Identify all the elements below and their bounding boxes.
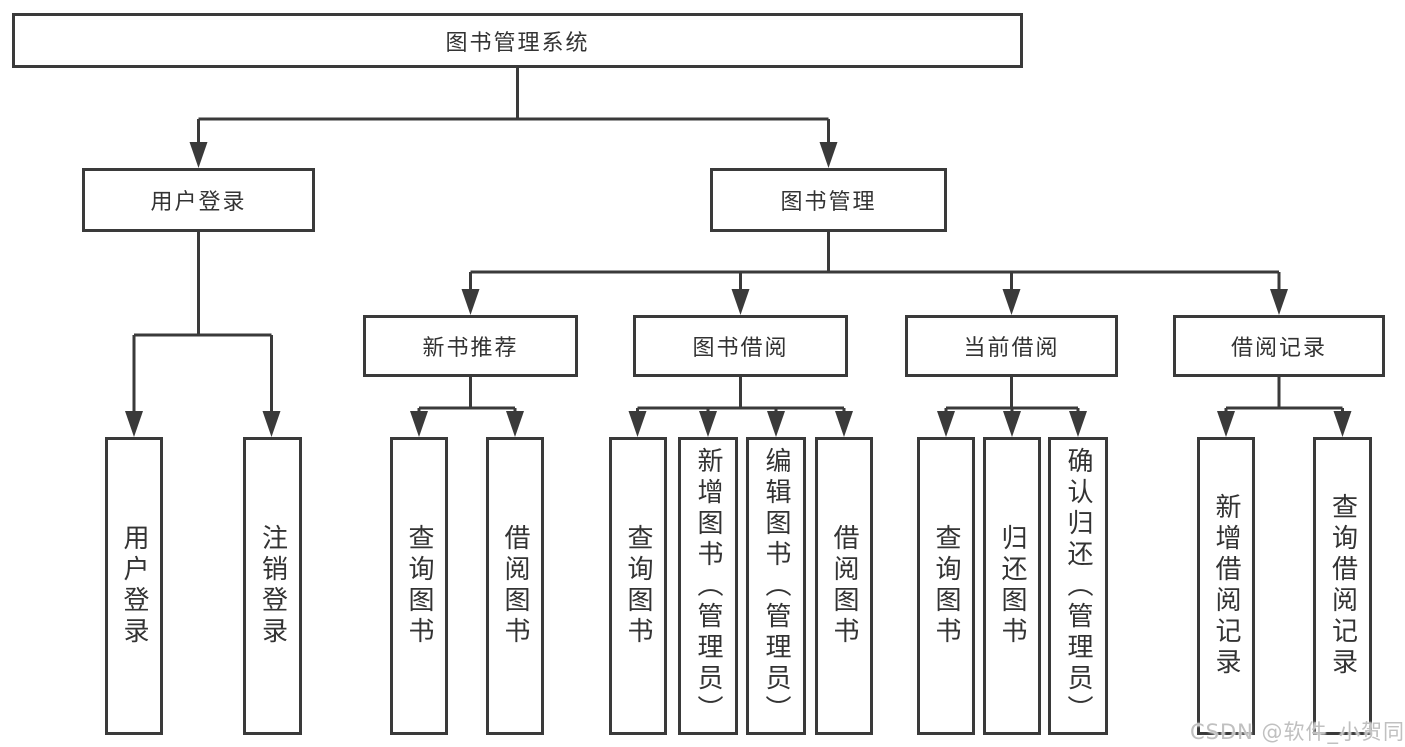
leaf-edit-book-admin-label: 编辑图书（管理员） [761,446,791,726]
node-borrow-records-label: 借阅记录 [1230,336,1327,361]
node-book-management-label: 图书管理 [780,190,877,215]
leaf-edit-book-admin: 编辑图书（管理员） [746,437,806,735]
arrowhead [1333,411,1352,437]
connector-book-borrow [636,377,846,413]
leaf-user-login-label: 用户登录 [119,524,149,648]
node-book-management: 图书管理 [710,168,947,232]
node-borrow-records: 借阅记录 [1173,315,1385,377]
node-book-borrowing-label: 图书借阅 [692,336,789,361]
connector-root [197,68,830,144]
arrowhead [189,142,208,168]
node-user-login-label: 用户登录 [150,190,247,215]
arrowhead [819,142,838,168]
leaf-query-books-borrowing-label: 查询图书 [623,524,653,648]
connector-new-book-rec [417,377,517,413]
leaf-query-books-current-label: 查询图书 [931,524,961,648]
leaf-logout-label: 注销登录 [257,524,288,648]
node-library-system: 图书管理系统 [12,13,1023,68]
connector-group [132,68,1344,413]
leaf-confirm-return-admin-label: 确认归还（管理员） [1063,446,1093,726]
arrowhead [410,411,428,437]
connector-borrow-record [1224,377,1344,413]
node-current-borrowing-label: 当前借阅 [963,336,1060,361]
arrowhead [461,289,480,315]
arrowhead [125,411,143,437]
leaf-add-book-admin-label: 新增图书（管理员） [693,446,723,726]
leaf-borrow-books-borrowing-label: 借阅图书 [829,524,859,648]
connector-book-mgmt [469,232,1281,291]
arrowhead [1270,289,1288,315]
node-new-book-recommend: 新书推荐 [363,315,578,377]
node-new-book-recommend-label: 新书推荐 [422,336,519,361]
arrowhead [937,411,955,437]
leaf-query-books-recommend-label: 查询图书 [404,524,434,648]
leaf-add-borrow-record: 新增借阅记录 [1197,437,1255,735]
leaf-return-book-label: 归还图书 [997,524,1027,648]
connector-current-borrow [944,377,1080,413]
csdn-watermark: CSDN @软件_小贺同学 [1190,720,1405,744]
arrowhead [699,411,717,437]
arrowhead [1002,289,1021,315]
arrowhead [1069,411,1087,437]
arrowhead [731,289,750,315]
arrowhead [1217,411,1235,437]
leaf-query-books-borrowing: 查询图书 [609,437,667,735]
leaf-confirm-return-admin: 确认归还（管理员） [1048,437,1108,735]
arrowhead [835,411,853,437]
leaf-query-books-recommend: 查询图书 [390,437,448,735]
leaf-query-books-current: 查询图书 [917,437,975,735]
node-library-system-label: 图书管理系统 [445,30,590,56]
arrowhead [506,411,524,437]
leaf-borrow-books-recommend: 借阅图书 [486,437,544,735]
leaf-return-book: 归还图书 [983,437,1041,735]
leaf-query-borrow-record-label: 查询借阅记录 [1327,493,1358,679]
leaf-add-book-admin: 新增图书（管理员） [678,437,738,735]
node-user-login: 用户登录 [82,168,315,232]
leaf-add-borrow-record-label: 新增借阅记录 [1211,493,1241,679]
leaf-user-login: 用户登录 [105,437,163,735]
arrowhead [1003,411,1021,437]
leaf-logout: 注销登录 [243,437,302,735]
arrowheads-group [125,142,1352,437]
arrowhead [628,411,647,437]
arrowhead [262,411,281,437]
node-current-borrowing: 当前借阅 [905,315,1118,377]
leaf-query-borrow-record: 查询借阅记录 [1313,437,1372,735]
connector-user-login [132,232,273,413]
leaf-borrow-books-borrowing: 借阅图书 [815,437,873,735]
leaf-borrow-books-recommend-label: 借阅图书 [500,524,530,648]
arrowhead [767,411,785,437]
node-book-borrowing: 图书借阅 [633,315,848,377]
